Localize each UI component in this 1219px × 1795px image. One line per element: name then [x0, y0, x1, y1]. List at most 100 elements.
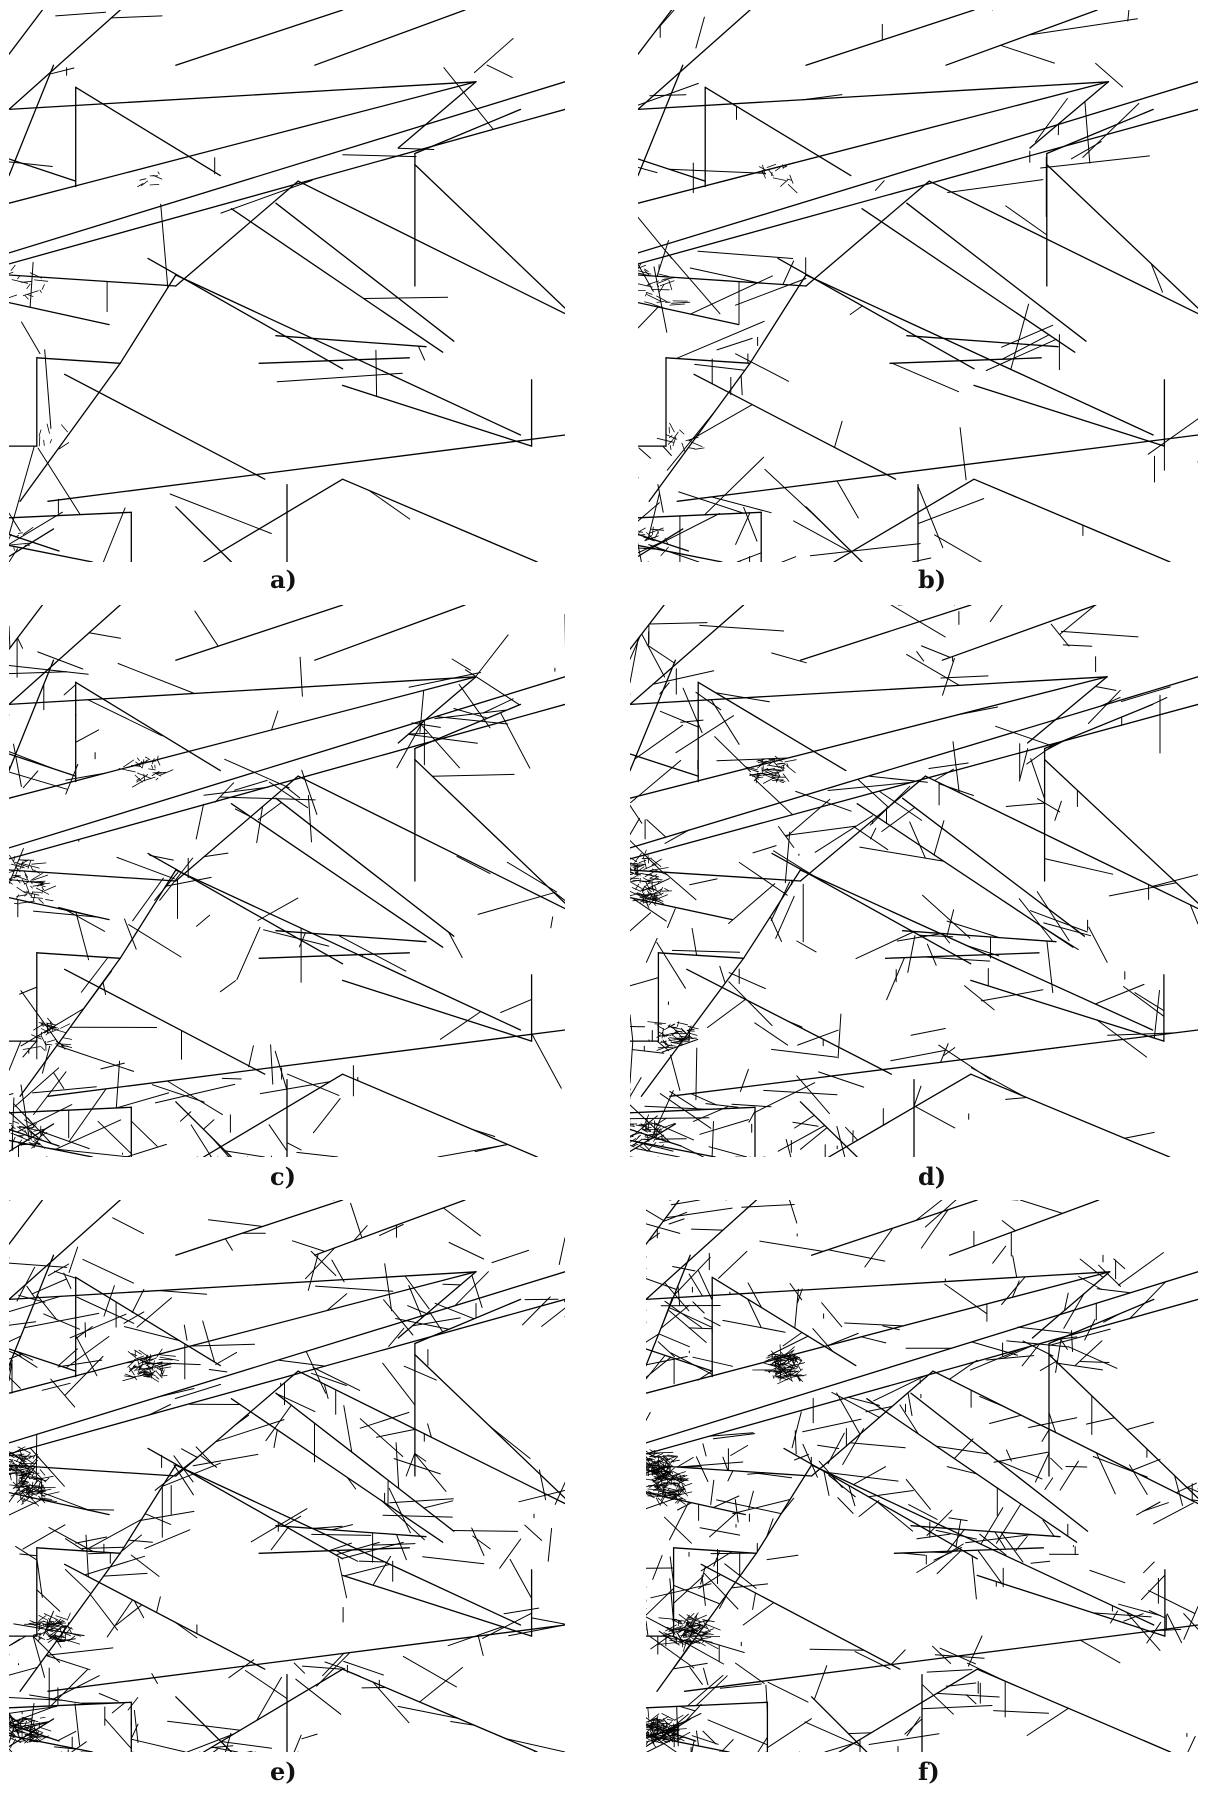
crack-line [1083, 104, 1139, 158]
crack-line [191, 1244, 209, 1250]
crack-line [630, 898, 732, 920]
crack-line [715, 737, 751, 772]
crack-line [677, 321, 765, 358]
crack-line [1080, 1259, 1103, 1277]
crack-line [64, 685, 76, 695]
crack-line [810, 1649, 864, 1650]
crack-line [220, 981, 235, 992]
crack-line [630, 1041, 633, 1083]
crack-line [837, 481, 858, 518]
crack-line [635, 1148, 679, 1157]
crack-line [698, 251, 793, 258]
crack-line [292, 1241, 325, 1252]
crack-line [665, 889, 669, 891]
crack-line [10, 543, 29, 545]
crack-line [27, 294, 33, 296]
crack-line [646, 1588, 674, 1615]
crack-line [271, 1527, 289, 1550]
crack-line [272, 711, 278, 730]
crack-line [37, 1548, 120, 1554]
crack-line [191, 1125, 221, 1157]
panel-f [646, 1200, 1198, 1752]
crack-line [129, 925, 181, 957]
crack-line [58, 1731, 76, 1740]
crack-line [216, 1352, 237, 1364]
crack-line [630, 782, 642, 823]
crack-line [17, 880, 20, 883]
crack-line [61, 1024, 70, 1029]
crack-line [818, 1445, 839, 1448]
crack-line [532, 1034, 561, 1088]
crack-line [52, 1623, 66, 1624]
crack-line [630, 605, 744, 704]
crack-line [828, 1433, 844, 1464]
crack-line [908, 936, 915, 973]
crack-line [894, 1548, 1043, 1554]
crack-line [927, 944, 936, 965]
crack-line [65, 374, 265, 479]
crack-pattern-d [630, 605, 1198, 1157]
crack-line [663, 446, 672, 455]
crack-line [876, 1501, 912, 1531]
crack-line [412, 723, 440, 728]
crack-line [539, 1470, 545, 1500]
crack-line [646, 1299, 1198, 1454]
crack-line [39, 430, 41, 436]
crack-line [145, 757, 148, 759]
panel-caption-e: e) [270, 1757, 297, 1786]
crack-line [1081, 1362, 1109, 1363]
crack-line [1185, 1737, 1195, 1753]
crack-line [949, 1360, 977, 1379]
crack-line [65, 1570, 90, 1594]
crack-line [638, 82, 1108, 203]
crack-line [630, 818, 640, 861]
crack-line [639, 1124, 653, 1125]
crack-line [971, 980, 1164, 1041]
crack-line [208, 1220, 262, 1227]
crack-line [501, 999, 532, 1012]
crack-line [504, 1608, 539, 1614]
crack-line [34, 280, 47, 281]
crack-line [294, 1735, 301, 1752]
crack-line [347, 1477, 355, 1489]
crack-line [670, 446, 671, 450]
crack-line [1104, 1314, 1120, 1322]
crack-line [933, 1371, 1198, 1504]
crack-line [140, 179, 146, 181]
crack-line [667, 1719, 673, 1720]
crack-line [723, 1740, 734, 1751]
crack-line [1031, 1561, 1050, 1563]
crack-line [891, 1051, 945, 1061]
crack-line [765, 469, 821, 521]
crack-line [46, 1044, 52, 1045]
crack-line [712, 1122, 713, 1158]
crack-line [832, 1392, 880, 1417]
crack-line [690, 1667, 703, 1684]
crack-line [900, 1405, 919, 1434]
crack-line [645, 293, 647, 296]
crack-line [298, 181, 565, 314]
crack-line [647, 645, 674, 663]
crack-line [679, 1706, 695, 1711]
crack-line [651, 514, 719, 549]
crack-line [343, 385, 532, 446]
crack-line [814, 1666, 827, 1700]
crack-line [780, 782, 784, 783]
crack-line [650, 95, 686, 96]
crack-line [923, 895, 971, 938]
crack-line [846, 1127, 858, 1140]
crack-line [700, 1120, 749, 1135]
crack-line [157, 1363, 200, 1365]
crack-line [750, 275, 806, 363]
crack-line [176, 275, 521, 435]
crack-line [377, 1429, 416, 1437]
crack-line [116, 1605, 142, 1625]
crack-line [490, 1427, 530, 1459]
crack-line [37, 1295, 57, 1319]
crack-line [1085, 102, 1090, 164]
crack-line [46, 900, 54, 901]
crack-line [927, 1670, 972, 1673]
crack-line [700, 625, 784, 631]
crack-line [152, 765, 153, 768]
crack-line [671, 1055, 680, 1090]
